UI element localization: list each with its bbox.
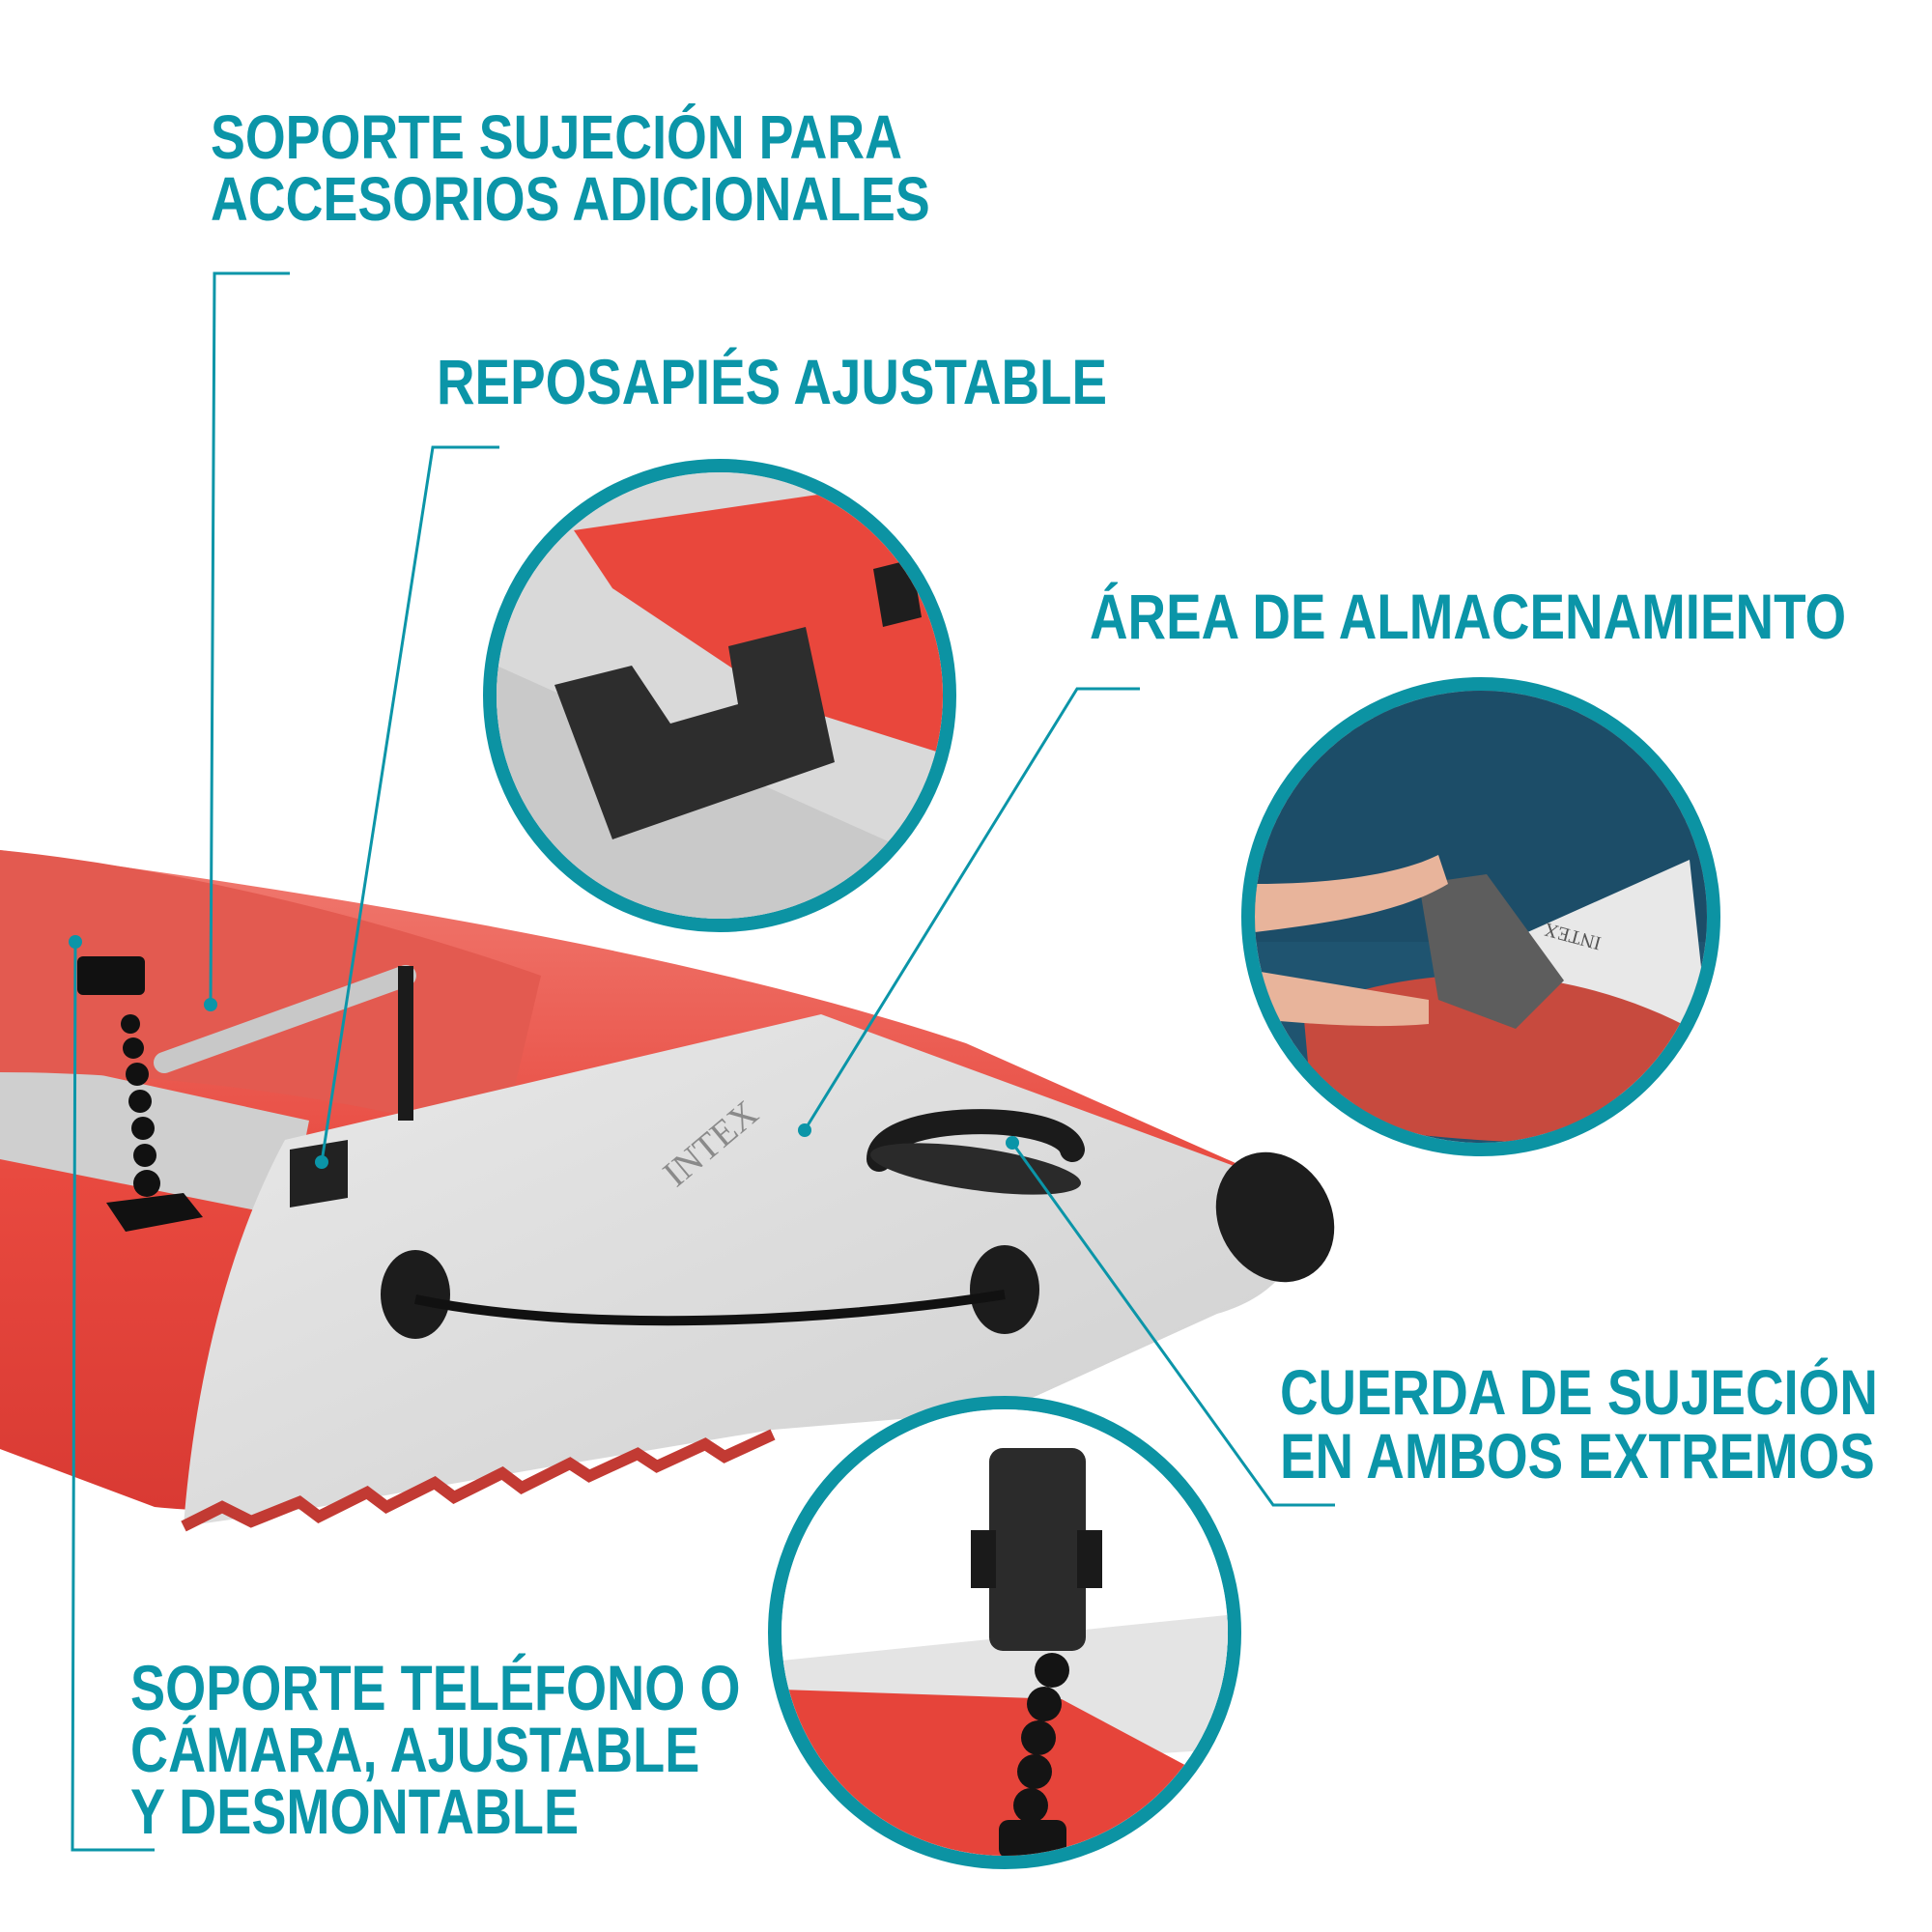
footrest-pad-icon xyxy=(554,627,835,839)
callout-accessory-mount: SOPORTE SUJECIÓN PARA ACCESORIOS ADICION… xyxy=(211,106,930,230)
leader-dot-icon xyxy=(315,1155,328,1169)
callout-line: CÁMARA, AJUSTABLE xyxy=(130,1714,700,1786)
callout-line: EN AMBOS EXTREMOS xyxy=(1280,1420,1875,1492)
leader-footrest xyxy=(320,445,499,1163)
dry-bag-icon xyxy=(1419,874,1564,1029)
callout-line: SOPORTE TELÉFONO O xyxy=(130,1652,741,1723)
storage-detail-image: INTEX xyxy=(1241,677,1720,1156)
leader-dot-icon xyxy=(204,998,217,1011)
leader-dot-icon xyxy=(1006,1136,1019,1150)
callout-line: ÁREA DE ALMACENAMIENTO xyxy=(1090,581,1847,652)
leader-dot-icon xyxy=(798,1123,811,1137)
footrest-detail-image xyxy=(483,459,956,932)
leader-accessory-mount xyxy=(209,271,290,1006)
callout-line: CUERDA DE SUJECIÓN xyxy=(1280,1356,1878,1428)
phone-icon xyxy=(989,1448,1086,1651)
callout-footrest: REPOSAPIÉS AJUSTABLE xyxy=(437,350,1107,413)
callout-line: REPOSAPIÉS AJUSTABLE xyxy=(437,346,1108,417)
leader-storage-area xyxy=(803,687,1140,1131)
callout-line: SOPORTE SUJECIÓN PARA xyxy=(211,102,902,172)
callout-bungee-cord: CUERDA DE SUJECIÓN EN AMBOS EXTREMOS xyxy=(1280,1360,1878,1488)
callout-phone-mount: SOPORTE TELÉFONO O CÁMARA, AJUSTABLE Y D… xyxy=(130,1652,741,1848)
callout-line: ACCESORIOS ADICIONALES xyxy=(211,164,930,234)
leader-dot-icon xyxy=(69,935,82,949)
leader-bungee-cord xyxy=(1010,1142,1335,1507)
callout-storage-area: ÁREA DE ALMACENAMIENTO xyxy=(1090,584,1846,648)
callout-line: Y DESMONTABLE xyxy=(130,1776,580,1848)
leader-phone-mount xyxy=(71,941,155,1852)
phone-detail-image xyxy=(768,1396,1241,1869)
